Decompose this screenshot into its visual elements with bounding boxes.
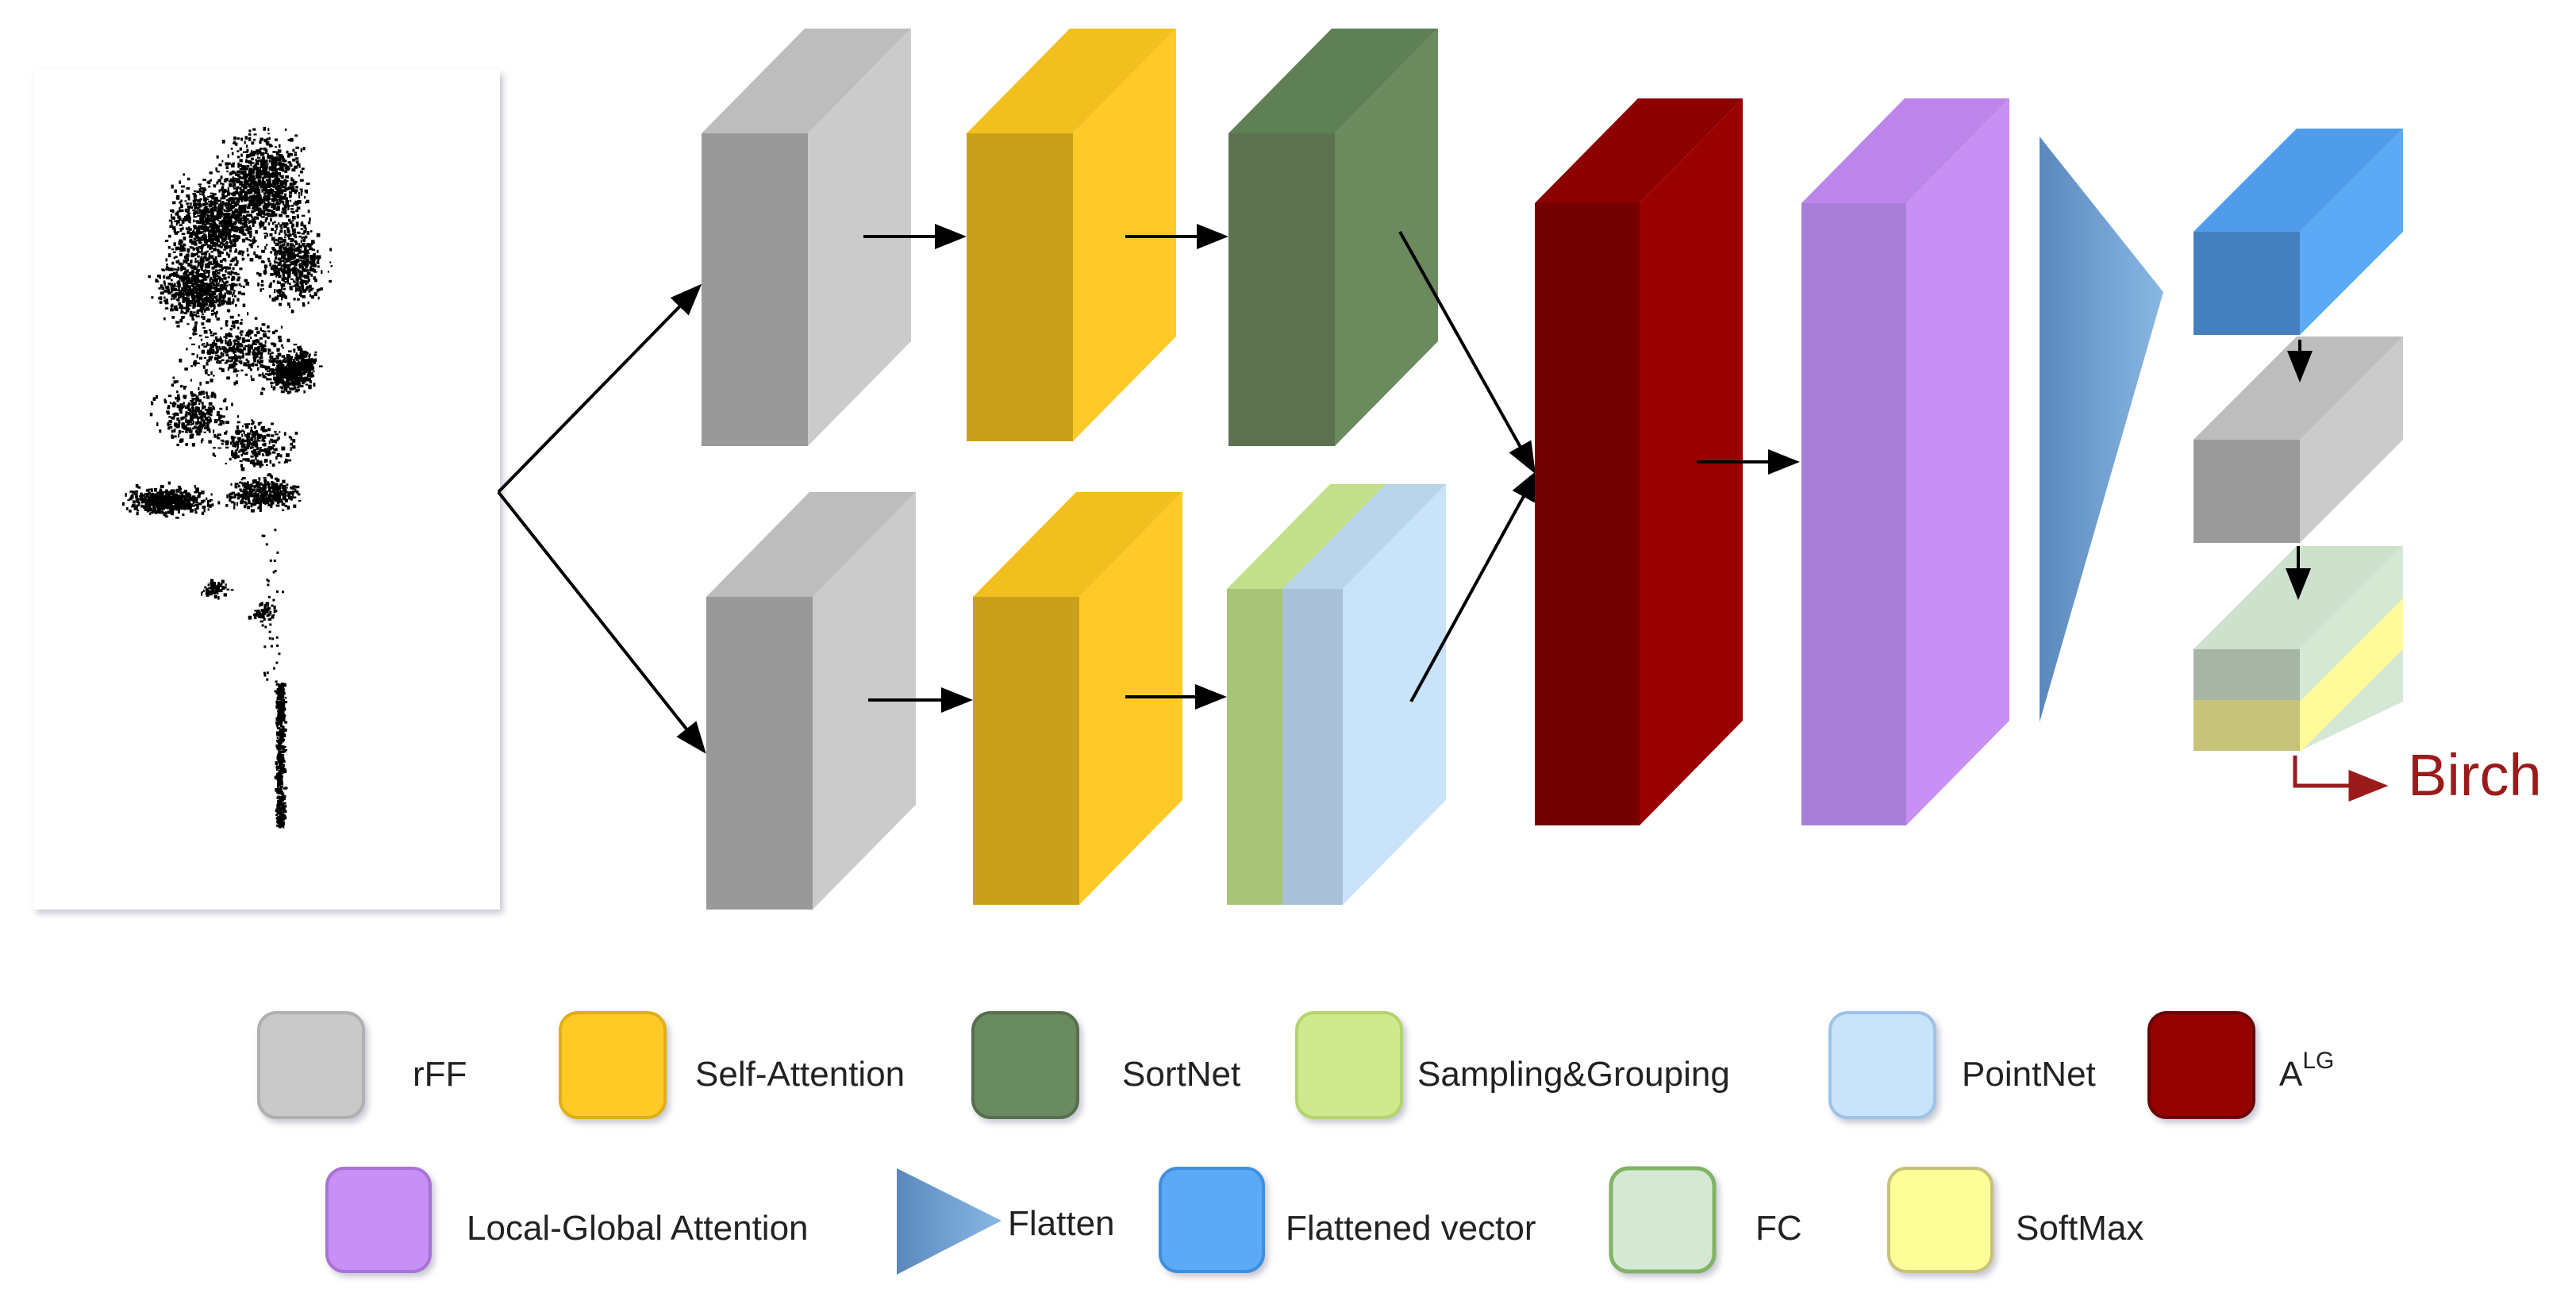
legend-label-pointnet: PointNet — [1962, 1055, 2096, 1094]
sampling-grouping-pointnet-block — [1227, 484, 1446, 905]
legend-label-flatten: Flatten — [1008, 1204, 1115, 1243]
upper-rff-block — [702, 29, 911, 446]
legend-item-pointnet: PointNet — [1828, 1011, 2096, 1119]
legend-label-softmax: SoftMax — [2016, 1209, 2143, 1248]
input-branch-arrows — [497, 283, 706, 754]
legend-label-sortnet: SortNet — [1122, 1055, 1240, 1094]
arrow-input-to-upper-rff — [497, 283, 702, 494]
arrow-sortnet-to-alg — [1398, 231, 1536, 475]
upper-branch-arrows — [863, 224, 1536, 475]
legend-swatch-local-global-attention — [325, 1167, 432, 1273]
legend-label-flattened-vector: Flattened vector — [1286, 1209, 1536, 1248]
legend-swatch-alg — [2147, 1011, 2255, 1119]
legend-item-fc: FC — [1609, 1166, 1802, 1274]
flattened-vector-block — [2193, 129, 2403, 335]
fc-gray-block — [2193, 337, 2403, 543]
lower-rff-block — [706, 492, 916, 910]
arrow-input-to-lower-rff — [497, 490, 706, 754]
sampling-grouping-face — [1227, 589, 1282, 905]
legend-item-sortnet: SortNet — [971, 1011, 1240, 1119]
lower-branch-arrows — [868, 468, 1539, 713]
fc-face — [2193, 649, 2300, 700]
arrow-pointnet-to-alg — [1409, 468, 1539, 702]
legend-swatch-pointnet — [1828, 1011, 1936, 1119]
softmax-face — [2193, 700, 2300, 751]
legend-item-flattened-vector: Flattened vector — [1159, 1167, 1536, 1273]
flatten-triangle — [2040, 137, 2163, 722]
legend-swatch-softmax — [1887, 1167, 1994, 1273]
input-point-cloud — [33, 70, 500, 910]
legend-item-rff: rFF — [257, 1011, 467, 1119]
pointnet-face — [1282, 589, 1343, 905]
upper-branch — [702, 29, 1536, 475]
legend-label-local-global-attention: Local-Global Attention — [467, 1209, 809, 1248]
legend-label-self-attention: Self-Attention — [695, 1055, 905, 1094]
legend-item-alg: ALG — [2147, 1011, 2334, 1119]
legend-item-local-global-attention: Local-Global Attention — [325, 1167, 809, 1273]
legend-swatch-sortnet — [971, 1011, 1079, 1119]
upper-self-attention-block — [967, 29, 1176, 441]
output-arrow — [2293, 756, 2389, 802]
legend-swatch-self-attention — [559, 1011, 667, 1119]
legend-item-sampling-grouping: Sampling&Grouping — [1295, 1011, 1730, 1119]
alg-block — [1535, 98, 1743, 825]
fc-softmax-block — [2193, 546, 2403, 752]
output-class-label: Birch — [2408, 742, 2542, 808]
sortnet-block — [1228, 29, 1438, 446]
legend: rFF Self-Attention SortNet Sampling&Grou… — [257, 1011, 2334, 1275]
legend-label-alg-base: A — [2279, 1055, 2303, 1094]
legend-label-alg: ALG — [2279, 1048, 2334, 1094]
legend-swatch-flattened-vector — [1159, 1167, 1265, 1273]
lower-branch — [706, 468, 1539, 910]
local-global-attention-block — [1801, 98, 2009, 825]
legend-item-self-attention: Self-Attention — [559, 1011, 905, 1119]
legend-item-softmax: SoftMax — [1887, 1167, 2143, 1273]
legend-swatch-sampling-grouping — [1295, 1011, 1403, 1119]
output-stack: Birch — [2193, 129, 2542, 808]
legend-swatch-fc — [1609, 1166, 1717, 1274]
legend-label-fc: FC — [1755, 1209, 1802, 1248]
legend-item-flatten: Flatten — [897, 1168, 1115, 1275]
legend-swatch-flatten — [897, 1168, 1002, 1275]
legend-swatch-rff — [257, 1011, 365, 1119]
legend-label-sampling-grouping: Sampling&Grouping — [1417, 1055, 1730, 1094]
legend-label-alg-sup: LG — [2302, 1048, 2334, 1074]
tree-point-cloud — [121, 126, 333, 829]
legend-label-rff: rFF — [413, 1055, 467, 1094]
